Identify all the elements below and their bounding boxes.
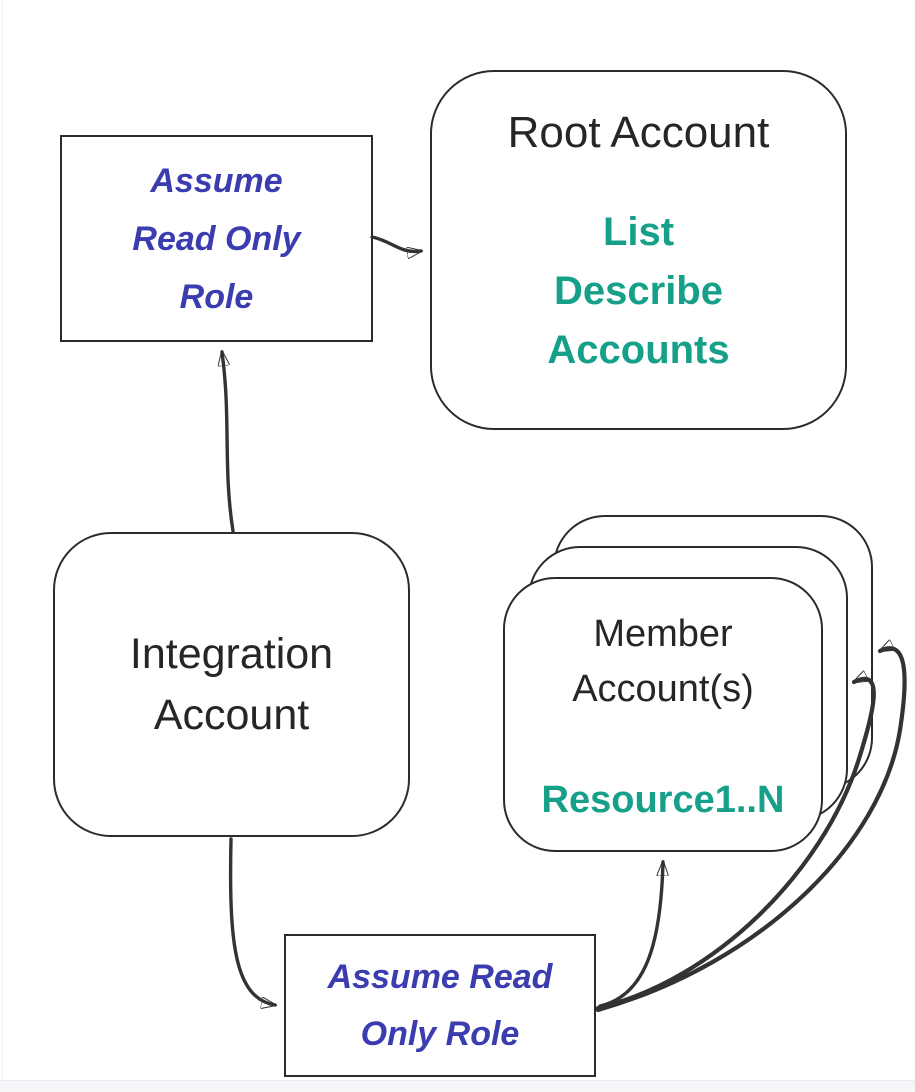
permission-line: List [602,209,675,254]
root-account-permissions: List Describe Accounts [547,172,729,428]
arrow-assume-top-to-root [370,235,421,251]
member-resources-label: Resource1..N [541,779,785,821]
node-integration-account: Integration Account [53,532,410,837]
permission-line: Accounts [547,327,730,372]
window-edge-line [2,0,3,1080]
arrow-assume-bottom-to-member-front [598,862,663,1008]
arrow-integration-to-assume-bottom [228,837,275,1005]
node-label-line: Read Only [132,219,301,258]
node-member-accounts: Member Account(s) Resource1..N [503,577,823,852]
window-bottom-strip [0,1080,915,1092]
node-label-line: Integration [129,629,334,678]
node-label-line: Assume [150,161,283,200]
node-title: Root Account [507,108,770,157]
node-label-line: Role [179,277,254,316]
permission-line: Describe [554,268,723,313]
node-label-line: Account [153,690,310,739]
arrow-integration-to-assume-top [222,352,235,533]
node-assume-read-only-role-top: Assume Read Only Role [60,135,373,342]
node-root-account: Root Account List Describe Accounts [430,70,847,430]
node-label-line: Member [593,613,733,655]
node-title: Member Account(s) [572,607,754,717]
node-assume-read-only-role-bottom: Assume Read Only Role [284,934,596,1077]
node-label-line: Account(s) [572,668,754,710]
node-label-line: Only Role [360,1014,520,1053]
node-label-line: Assume Read [327,957,553,996]
